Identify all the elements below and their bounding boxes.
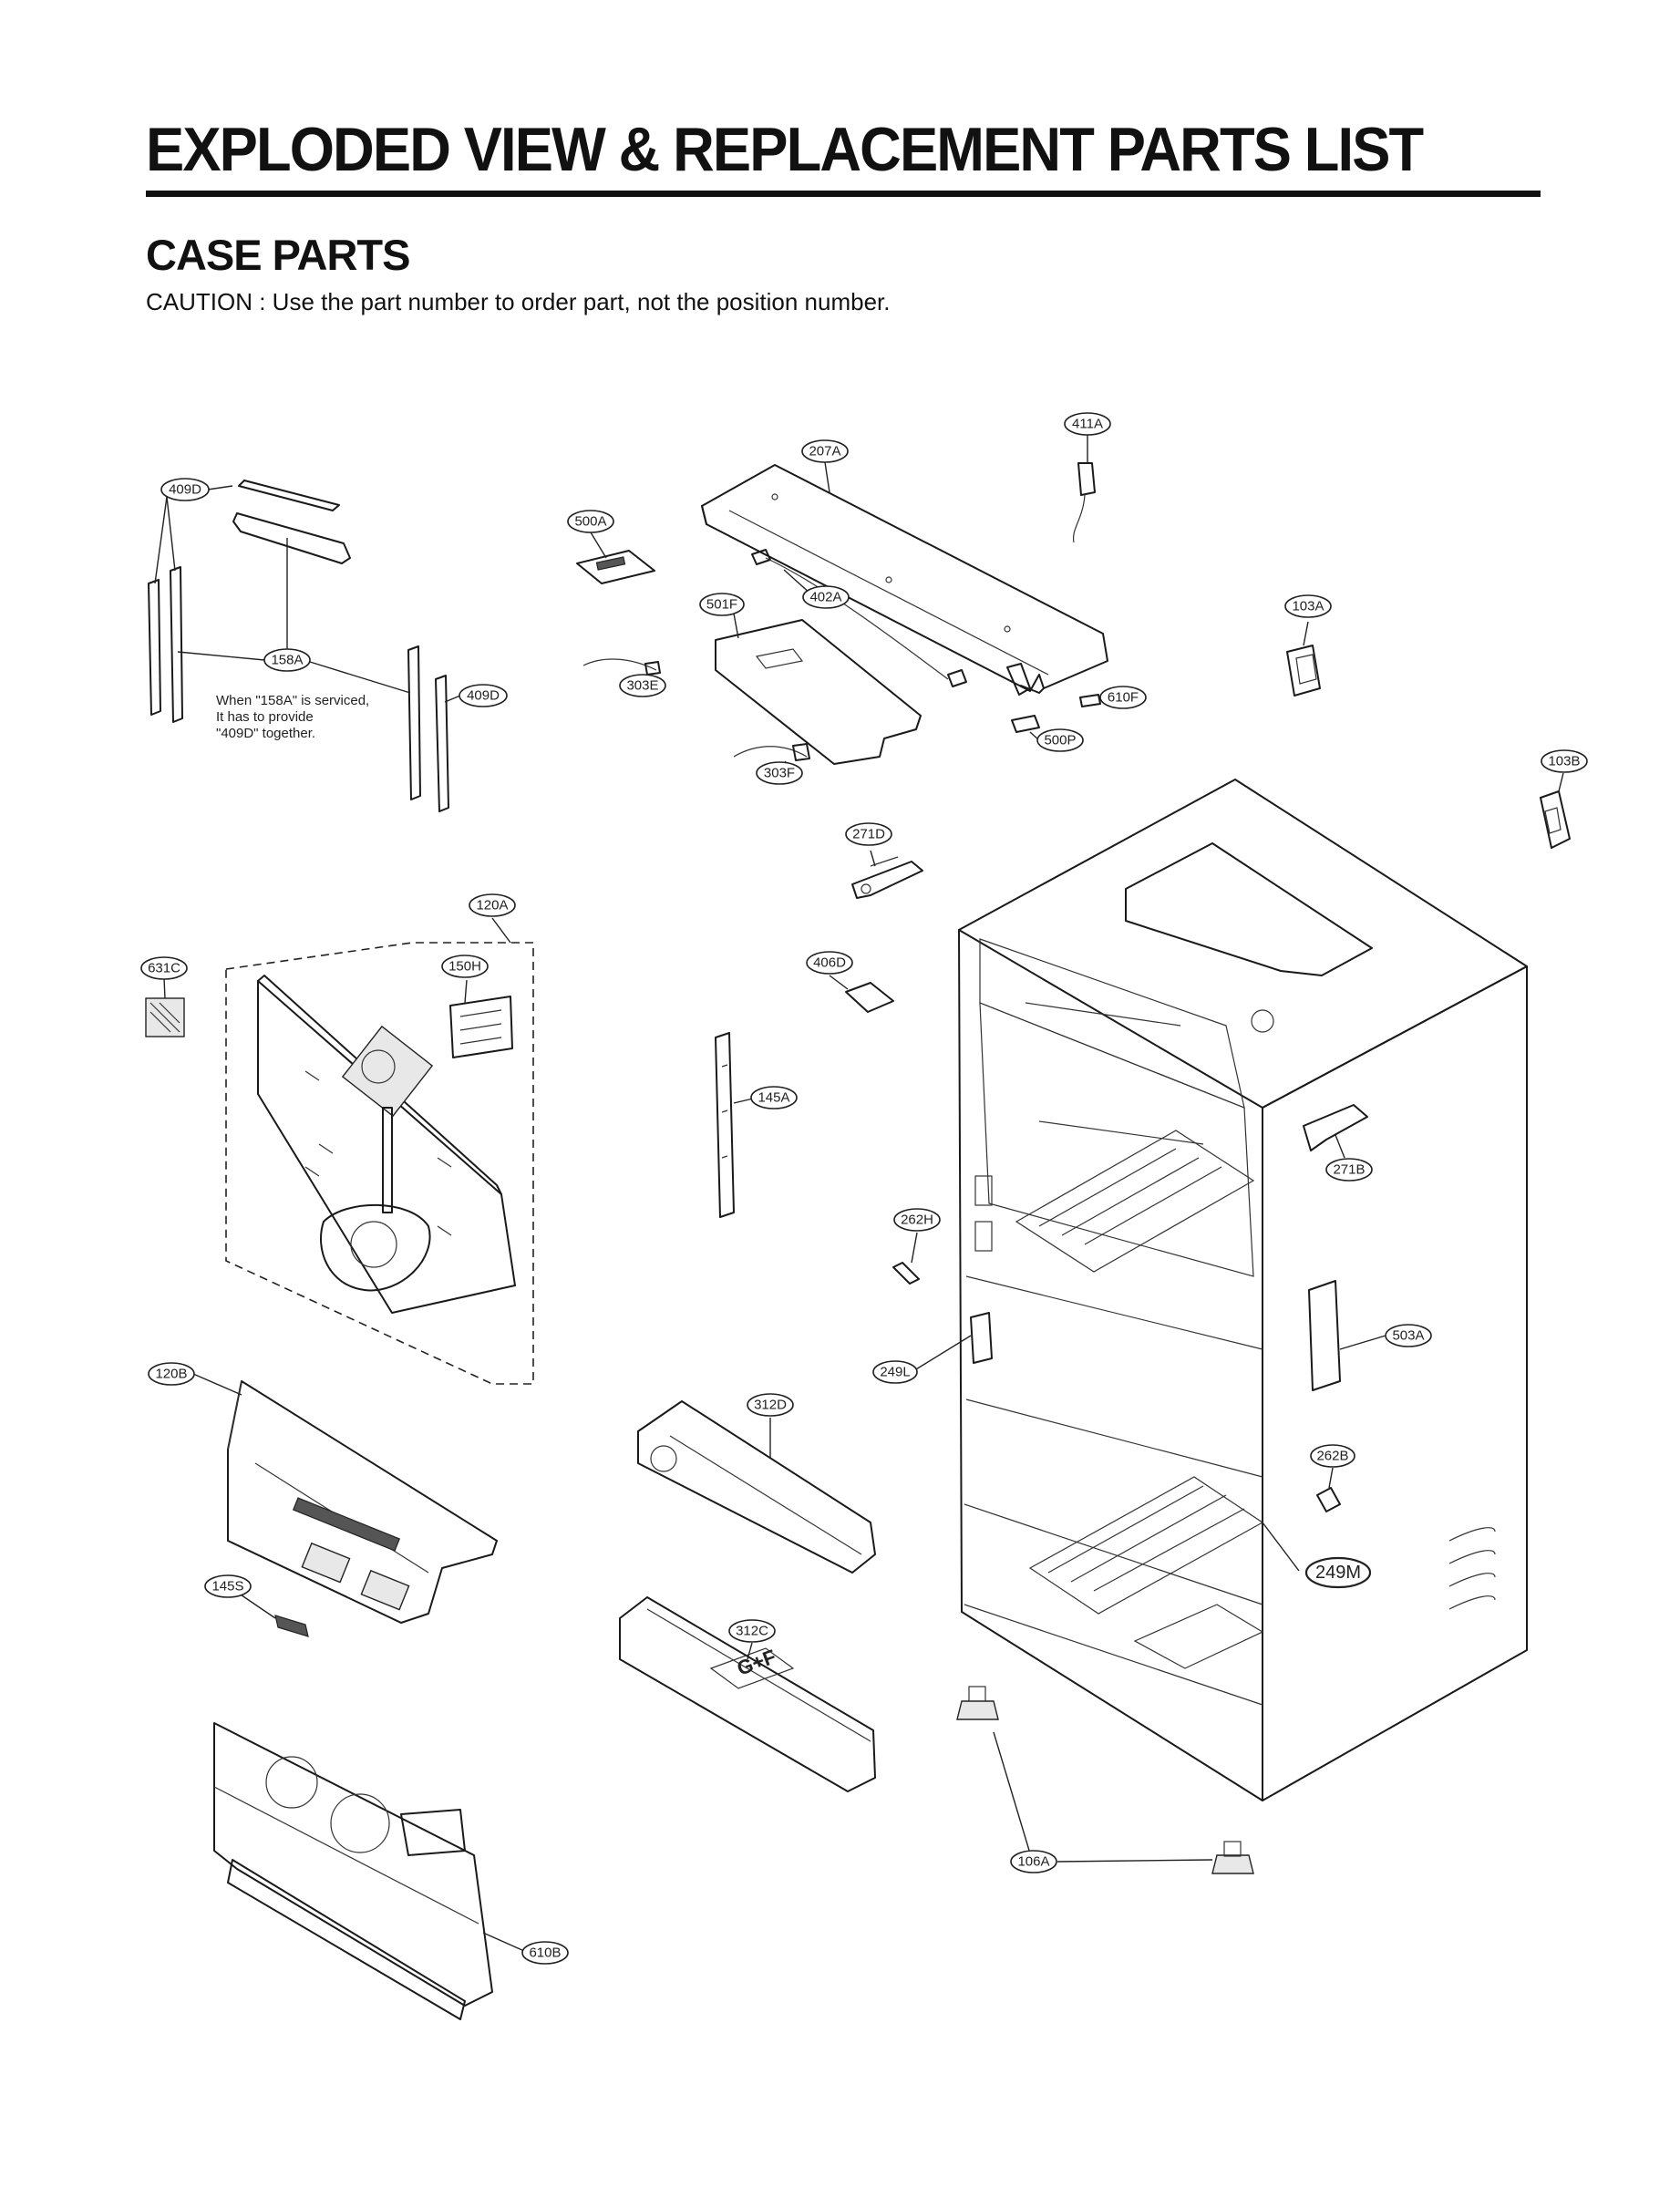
page-title: EXPLODED VIEW & REPLACEMENT PARTS LIST xyxy=(146,115,1424,184)
svg-text:303E: 303E xyxy=(626,678,658,694)
svg-text:262H: 262H xyxy=(901,1213,933,1228)
svg-text:503A: 503A xyxy=(1392,1328,1424,1344)
svg-text:262B: 262B xyxy=(1316,1449,1348,1464)
svg-text:158A: 158A xyxy=(271,653,303,668)
callout-312C: 312C xyxy=(728,1619,776,1643)
callout-500P: 500P xyxy=(1036,728,1084,752)
callout-271B: 271B xyxy=(1325,1158,1373,1182)
section-title: CASE PARTS xyxy=(146,231,410,279)
svg-text:312D: 312D xyxy=(754,1398,787,1413)
svg-text:271D: 271D xyxy=(852,827,885,842)
part-120A-evaporator-cover-assembly xyxy=(225,917,534,1385)
callout-120A: 120A xyxy=(469,893,516,917)
part-106A-leveling-feet xyxy=(956,1686,1254,1874)
part-500A-control-board xyxy=(576,532,655,584)
part-411A-power-cord xyxy=(1072,435,1096,543)
part-150H-control-module xyxy=(449,979,513,1058)
svg-text:145S: 145S xyxy=(211,1579,243,1595)
callout-501F: 501F xyxy=(699,593,745,616)
part-409D-158A-gaskets xyxy=(148,480,449,812)
svg-text:500A: 500A xyxy=(574,514,606,530)
svg-text:249L: 249L xyxy=(880,1365,910,1380)
callout-610B: 610B xyxy=(521,1941,569,1965)
svg-text:103A: 103A xyxy=(1292,599,1324,614)
callout-271D: 271D xyxy=(845,822,892,846)
part-271D-hinge xyxy=(851,850,923,899)
callout-249L: 249L xyxy=(872,1360,918,1384)
svg-text:145A: 145A xyxy=(758,1090,789,1106)
part-145S-light xyxy=(232,1588,309,1637)
callout-145S: 145S xyxy=(204,1574,252,1598)
svg-text:411A: 411A xyxy=(1072,417,1103,432)
part-610B-ice-maker-assembly xyxy=(213,1722,525,2020)
part-145A-light-bar xyxy=(715,1032,754,1218)
callout-103A: 103A xyxy=(1284,594,1332,618)
svg-text:150H: 150H xyxy=(448,959,481,975)
leaders-409D-158A xyxy=(154,485,461,703)
callout-409D-top: 409D xyxy=(160,478,210,501)
callout-312D: 312D xyxy=(747,1393,794,1417)
part-103B-hinge-cover xyxy=(1540,772,1571,849)
callout-158A: 158A xyxy=(263,648,311,672)
callout-106A: 106A xyxy=(1010,1850,1057,1873)
svg-text:303F: 303F xyxy=(764,766,795,781)
svg-text:402A: 402A xyxy=(809,590,841,605)
callout-303F: 303F xyxy=(756,761,803,785)
callout-150H: 150H xyxy=(441,955,489,978)
svg-text:106A: 106A xyxy=(1017,1854,1049,1870)
drawer-label-text: G+F xyxy=(734,1645,778,1679)
callout-103B: 103B xyxy=(1541,749,1588,773)
callout-503A: 503A xyxy=(1385,1324,1432,1347)
callout-406D: 406D xyxy=(806,951,853,975)
callout-249M: 249M xyxy=(1304,1556,1372,1589)
svg-text:500P: 500P xyxy=(1044,733,1076,748)
part-207A-top-cover xyxy=(701,461,1108,696)
part-120B-evaporator-cover xyxy=(192,1373,498,1624)
part-501F-cover-plate xyxy=(715,613,922,765)
svg-text:120B: 120B xyxy=(155,1367,187,1382)
svg-text:631C: 631C xyxy=(148,961,180,976)
svg-text:271B: 271B xyxy=(1333,1162,1365,1178)
callout-145A: 145A xyxy=(750,1086,798,1109)
callout-402A: 402A xyxy=(802,585,850,609)
svg-text:120A: 120A xyxy=(476,898,508,913)
note-line-2: It has to provide xyxy=(216,709,314,725)
part-406D-bracket xyxy=(829,975,894,1013)
svg-text:406D: 406D xyxy=(813,955,846,971)
callout-303E: 303E xyxy=(619,674,666,697)
callout-409D-side: 409D xyxy=(459,684,508,707)
callout-610F: 610F xyxy=(1099,686,1147,709)
callout-631C: 631C xyxy=(140,956,188,980)
part-503A-panel xyxy=(1308,1280,1386,1391)
svg-text:610B: 610B xyxy=(529,1945,561,1961)
svg-text:409D: 409D xyxy=(467,688,500,704)
svg-text:103B: 103B xyxy=(1548,754,1580,769)
part-262B-switch xyxy=(1316,1467,1341,1512)
callout-411A: 411A xyxy=(1064,412,1111,436)
part-249L-249M-pipes xyxy=(911,1312,1300,1572)
svg-text:501F: 501F xyxy=(706,597,737,613)
note-line-1: When "158A" is serviced, xyxy=(216,693,369,708)
part-631C-filter xyxy=(145,977,185,1037)
callout-262H: 262H xyxy=(893,1208,941,1232)
part-103A-hinge-cover xyxy=(1286,621,1321,697)
title-rule xyxy=(146,191,1541,197)
callout-120B: 120B xyxy=(148,1362,195,1386)
part-262H-switch xyxy=(892,1232,920,1285)
svg-text:249M: 249M xyxy=(1315,1563,1361,1583)
part-main-cabinet xyxy=(958,779,1528,1801)
callout-207A: 207A xyxy=(801,439,849,463)
svg-text:207A: 207A xyxy=(809,444,840,459)
part-271B-hinge xyxy=(1303,1104,1368,1159)
svg-text:610F: 610F xyxy=(1108,690,1139,706)
note-line-3: "409D" together. xyxy=(216,726,315,741)
caution-text: CAUTION : Use the part number to order p… xyxy=(146,288,891,315)
svg-text:409D: 409D xyxy=(169,482,201,498)
callout-262B: 262B xyxy=(1310,1444,1355,1468)
callout-500A: 500A xyxy=(567,510,614,533)
part-312D-drawer xyxy=(637,1400,876,1574)
svg-text:312C: 312C xyxy=(736,1624,768,1639)
